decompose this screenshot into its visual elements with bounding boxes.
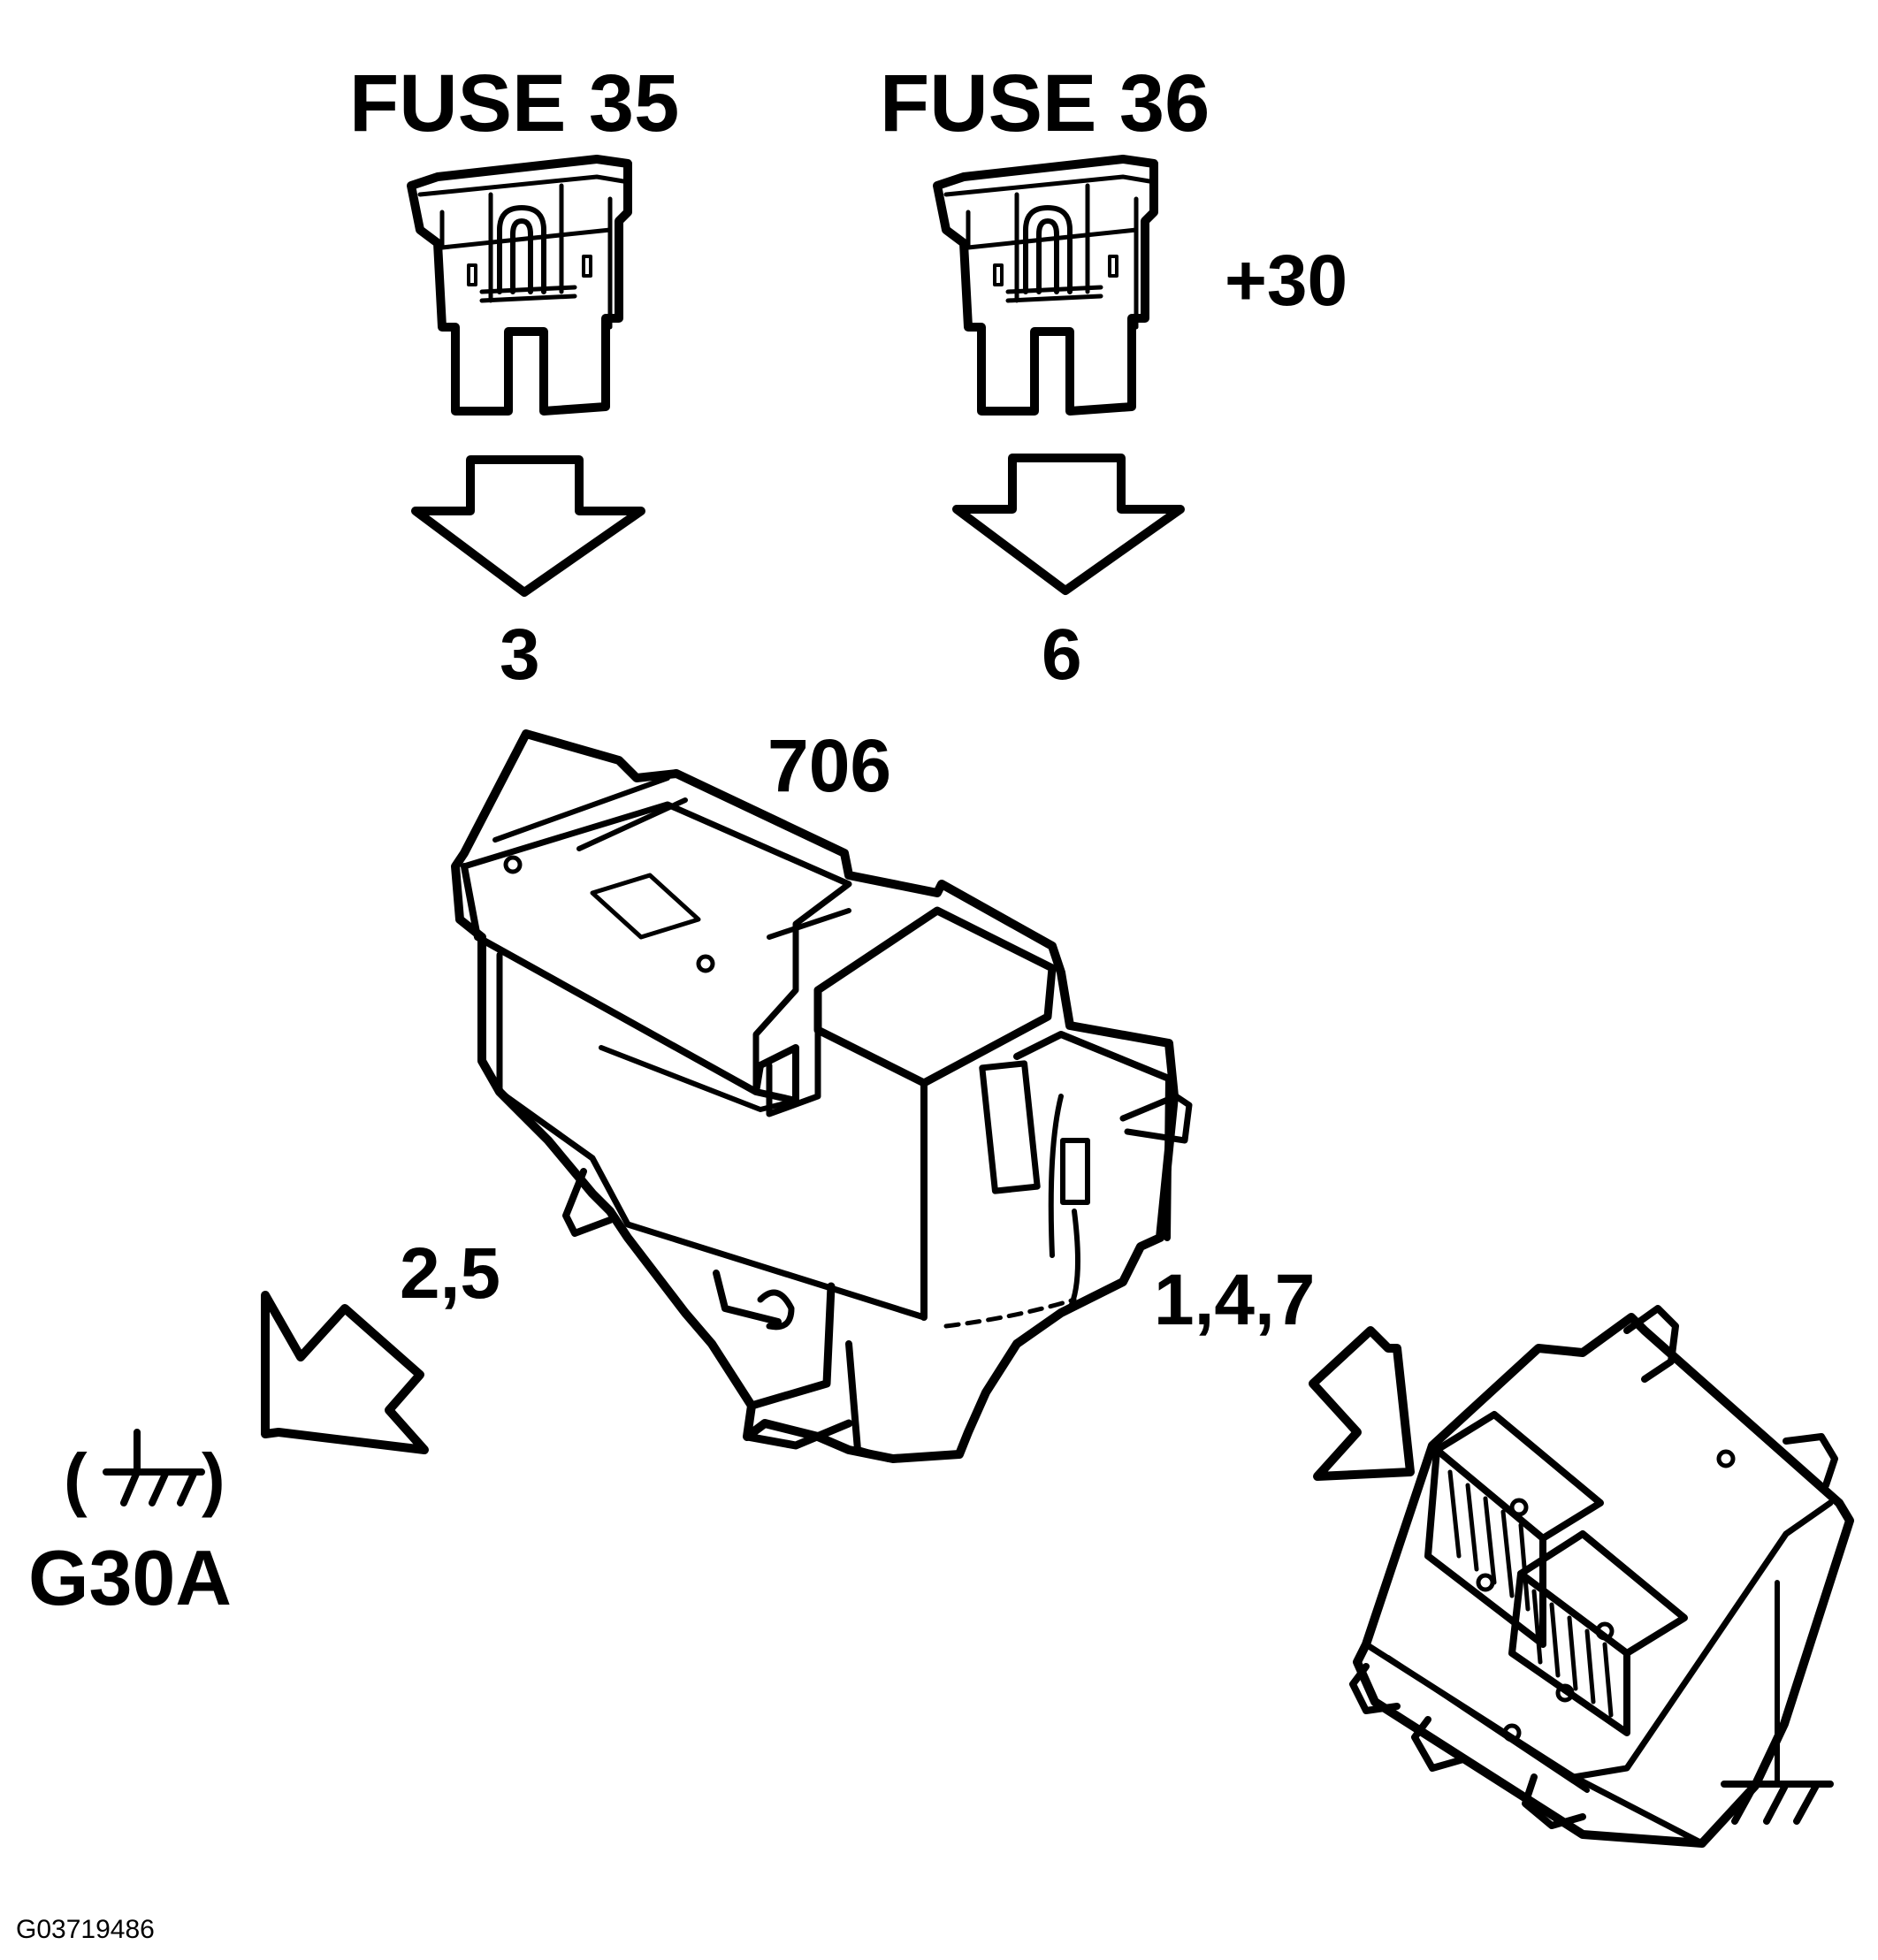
fuse-35-label: FUSE 35 <box>349 58 679 149</box>
fuse-36-arrow <box>952 454 1185 595</box>
ground-arrow <box>261 1291 429 1454</box>
pins-2-5-label: 2,5 <box>400 1233 500 1314</box>
component-706-housing <box>451 729 1193 1463</box>
component-706-label: 706 <box>767 724 891 807</box>
ground-g30a-label: G30A <box>28 1534 232 1621</box>
pins-1-4-7-label: 1,4,7 <box>1154 1260 1315 1340</box>
fuse-36-label: FUSE 36 <box>880 58 1210 149</box>
fuse-36-icon <box>933 155 1158 416</box>
supply-plus30-label: +30 <box>1225 240 1347 321</box>
module-arrow <box>1309 1326 1415 1481</box>
pin-3-label: 3 <box>500 614 540 695</box>
figure-reference: G03719486 <box>16 1915 155 1944</box>
pin-6-label: 6 <box>1042 614 1082 695</box>
fuse-35-icon <box>407 155 632 416</box>
ground-symbol-g30a: ( ) <box>64 1429 225 1518</box>
fuse-35-arrow <box>411 455 645 597</box>
ground-bracket-close: ) <box>202 1439 225 1518</box>
control-module-icon <box>1349 1305 1854 1848</box>
ground-bracket-open: ( <box>64 1439 88 1518</box>
